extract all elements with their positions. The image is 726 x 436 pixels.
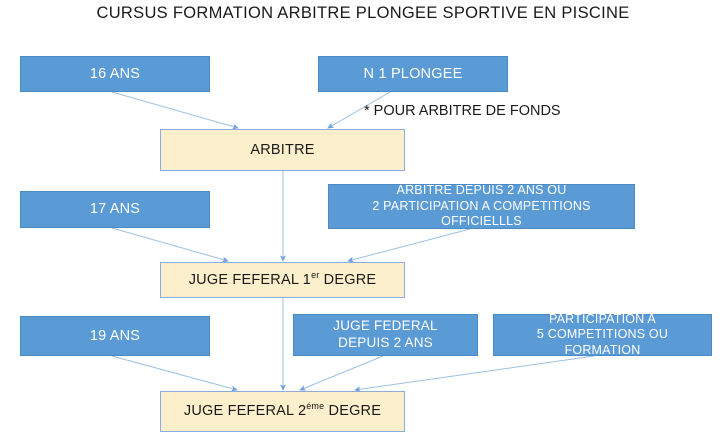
node-juge-depuis-2-ans[interactable]: JUGE FEDERAL DEPUIS 2 ANS [293,314,478,356]
edge-experience-to-juge1 [347,228,471,263]
node-arbitre-label: ARBITRE [250,141,315,158]
edge-16ans-to-arbitre [111,91,239,130]
edge-17ans-to-juge1 [111,227,229,263]
node-19-ans-label: 19 ANS [89,327,141,344]
node-participation-5-competitions-label: PARTICIPATION A 5 COMPETITIONS OU FORMAT… [494,312,711,359]
node-juge-federal-1-sup: er [311,270,320,281]
page-title: CURSUS FORMATION ARBITRE PLONGEE SPORTIV… [96,4,630,22]
node-17-ans-label: 17 ANS [89,201,141,218]
node-experience-arbitre-line1: ARBITRE DEPUIS 2 ANS OU [396,183,567,198]
node-experience-arbitre-line2: 2 PARTICIPATION A COMPETITIONS OFFICIELL… [372,198,591,229]
node-juge-depuis-2-ans-line1: JUGE FEDERAL [333,318,438,334]
note-pour-arbitre-de-fonds: * POUR ARBITRE DE FONDS [364,103,561,119]
node-experience-arbitre-label: ARBITRE DEPUIS 2 ANS OU 2 PARTICIPATION … [329,183,634,230]
edge-jugedepuis-to-juge2 [299,355,384,391]
node-experience-arbitre[interactable]: ARBITRE DEPUIS 2 ANS OU 2 PARTICIPATION … [328,183,635,230]
node-participation-5-competitions[interactable]: PARTICIPATION A 5 COMPETITIONS OU FORMAT… [493,312,712,359]
node-juge-federal-2-sup: éme [306,401,325,412]
node-19-ans[interactable]: 19 ANS [20,316,210,356]
node-juge-depuis-2-ans-label: JUGE FEDERAL DEPUIS 2 ANS [294,318,477,352]
node-juge-federal-1-suffix: DEGRE [319,271,377,288]
node-juge-federal-1[interactable]: JUGE FEFERAL 1er DEGRE [160,262,405,298]
node-participation-5-competitions-line1: PARTICIPATION A [549,311,656,326]
node-juge-depuis-2-ans-line2: DEPUIS 2 ANS [338,335,433,350]
node-juge-federal-2-prefix: JUGE FEFERAL 2 [183,403,307,420]
edge-participation-to-juge2 [354,355,595,393]
node-participation-5-competitions-line2: 5 COMPETITIONS OU FORMATION [536,327,669,357]
node-juge-federal-1-label: JUGE FEFERAL 1er DEGRE [161,271,404,289]
node-juge-federal-2-suffix: DEGRE [324,403,382,420]
node-n1-plongee-label: N 1 PLONGEE [363,65,463,82]
node-16-ans[interactable]: 16 ANS [20,56,210,92]
node-arbitre[interactable]: ARBITRE [160,129,405,171]
node-16-ans-label: 16 ANS [89,65,141,82]
node-juge-federal-2[interactable]: JUGE FEFERAL 2éme DEGRE [160,391,405,432]
node-n1-plongee[interactable]: N 1 PLONGEE [318,56,508,92]
node-juge-federal-1-prefix: JUGE FEFERAL 1 [188,271,312,288]
edge-19ans-to-juge2 [111,355,238,392]
node-juge-federal-2-label: JUGE FEFERAL 2éme DEGRE [161,402,404,420]
node-17-ans[interactable]: 17 ANS [20,191,210,228]
